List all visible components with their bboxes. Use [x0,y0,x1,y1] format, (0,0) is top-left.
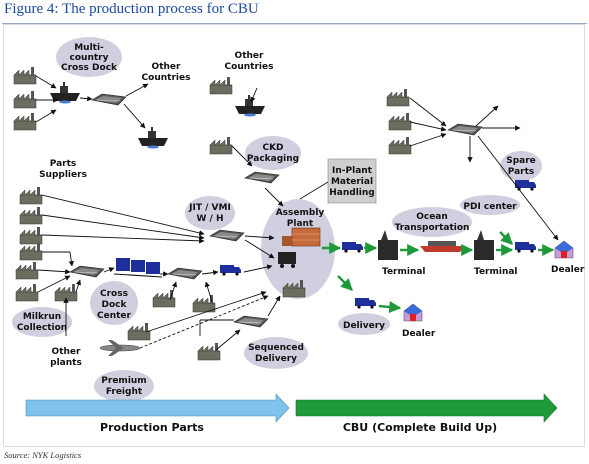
bubble-ckd-packaging: CKD Packaging [245,136,301,170]
svg-text:In-Plant: In-Plant [332,166,373,176]
svg-text:plants: plants [50,358,82,368]
svg-text:Multi-: Multi- [74,43,104,53]
bubble-ocean-transportation: Ocean Transportation [392,207,472,237]
svg-text:Other: Other [52,347,81,357]
svg-text:Cross: Cross [100,289,128,299]
production-parts-arrow [25,393,290,423]
svg-text:W / H: W / H [196,214,223,224]
svg-text:Countries: Countries [225,62,274,72]
svg-text:Cross Dock: Cross Dock [61,63,118,73]
flow-arrows [35,75,559,351]
svg-text:country: country [70,53,109,63]
terminal-left-icon [378,230,398,260]
svg-text:Countries: Countries [142,73,191,83]
bubble-cross-dock-center: Cross Dock Center [90,281,138,325]
bubble-pdi-center: PDI center [460,195,520,215]
source-note: Source: NYK Logistics [4,450,82,460]
svg-text:Suppliers: Suppliers [39,170,87,180]
terminal-right-icon [474,230,494,260]
svg-text:Milkrun: Milkrun [23,312,61,322]
label-terminal-left: Terminal [382,267,426,277]
svg-text:Packaging: Packaging [247,154,299,164]
bubble-spare-parts: Spare Parts [500,151,542,181]
production-parts-label: Production Parts [100,421,204,434]
box-in-plant-material-handling: In-Plant Material Handling [327,158,377,204]
svg-text:Transportation: Transportation [395,223,470,233]
cbu-flow-arrows [322,231,555,313]
label-terminal-right: Terminal [474,267,518,277]
bubble-milkrun-collection: Milkrun Collection [12,307,72,337]
svg-text:Parts: Parts [508,167,535,177]
bubble-delivery: Delivery [338,313,390,335]
svg-text:Other: Other [152,62,181,72]
svg-text:Sequenced: Sequenced [248,343,304,353]
label-other-plants: Other plants [50,347,82,368]
svg-text:Material: Material [331,177,373,187]
bubble-jit-vmi-wh: JIT / VMI W / H [185,196,235,230]
cbu-arrow [295,393,558,423]
svg-text:Spare: Spare [506,156,536,166]
svg-text:Parts: Parts [50,159,77,169]
figure-title: Figure 4: The production process for CBU [4,1,259,17]
bubble-multi-country-cross-dock: Multi- country Cross Dock [56,37,122,77]
svg-text:Plant: Plant [287,219,314,229]
title-rule [2,23,587,24]
svg-text:PDI center: PDI center [463,202,517,212]
cbu-label: CBU (Complete Build Up) [343,421,497,434]
label-other-countries-center: Other Countries [225,51,274,72]
airplane-icon [99,340,141,356]
svg-text:Handling: Handling [329,188,374,198]
svg-text:Collection: Collection [17,323,67,333]
svg-text:Center: Center [97,311,132,321]
label-dealer-right: Dealer [551,265,585,275]
ocean-ship-icon [420,241,465,252]
label-other-countries-left: Other Countries [142,62,191,83]
svg-text:JIT / VMI: JIT / VMI [188,203,231,213]
assembly-plant-building-icon [282,227,321,247]
label-parts-suppliers: Parts Suppliers [39,159,87,180]
bubble-assembly-plant: Assembly Plant [261,199,335,299]
bubble-premium-freight: Premium Freight [94,370,154,402]
svg-text:Assembly: Assembly [276,208,325,218]
svg-text:Dock: Dock [102,300,128,310]
ship-icons [50,82,265,149]
label-dealer-lower: Dealer [402,329,436,339]
svg-text:Ocean: Ocean [416,212,448,222]
svg-text:Premium: Premium [101,376,146,386]
svg-text:Delivery: Delivery [343,321,385,331]
svg-text:Freight: Freight [106,387,143,397]
bubble-sequenced-delivery: Sequenced Delivery [244,337,308,369]
svg-text:Other: Other [235,51,264,61]
svg-text:Delivery: Delivery [255,354,297,364]
svg-text:CKD: CKD [262,143,283,153]
train-icon [113,258,163,278]
forklift-icon [278,252,296,268]
